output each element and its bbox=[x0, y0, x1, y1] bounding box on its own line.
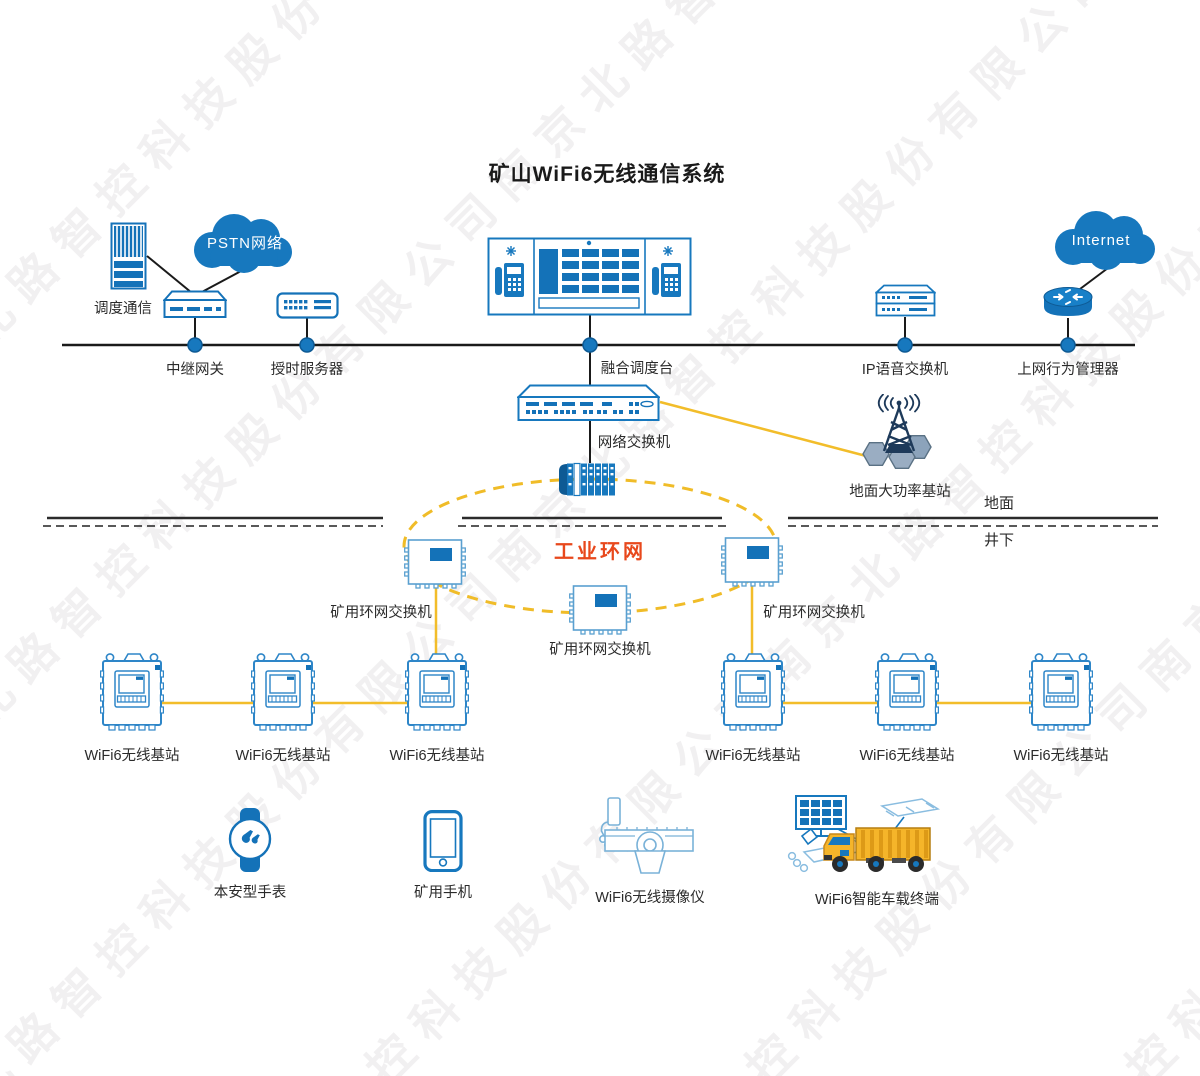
wifi-base-station-label: WiFi6无线基站 bbox=[705, 748, 801, 764]
ring-switch-icon bbox=[569, 584, 631, 636]
underground-zone-label: 井下 bbox=[983, 532, 1015, 549]
ground-zone-label: 地面 bbox=[983, 495, 1015, 512]
wireless-camera-label: WiFi6无线摄像仪 bbox=[595, 890, 705, 906]
ring-switch-label: 矿用环网交换机 bbox=[549, 642, 651, 658]
dispatch-console-icon bbox=[487, 237, 692, 316]
dispatch-comm-icon bbox=[110, 222, 148, 290]
pstn-cloud-icon bbox=[184, 210, 294, 274]
pstn-cloud-label: PSTN网络 bbox=[206, 235, 284, 252]
ring-switch-icon bbox=[721, 536, 783, 588]
wifi-base-station-label: WiFi6无线基站 bbox=[84, 748, 180, 764]
core-rack-icon bbox=[557, 461, 619, 498]
mine-phone-label: 矿用手机 bbox=[414, 885, 472, 901]
wifi-base-station-icon bbox=[1029, 652, 1093, 738]
relay-gateway-icon bbox=[163, 290, 227, 319]
industrial-ring-label: 工业环网 bbox=[554, 541, 646, 563]
dispatch-comm-label: 调度通信 bbox=[94, 301, 152, 317]
phone-icon bbox=[652, 263, 681, 297]
relay-gateway-label: 中继网关 bbox=[166, 362, 224, 378]
ring-switch-label: 矿用环网交换机 bbox=[763, 605, 865, 621]
time-server-icon bbox=[276, 292, 339, 319]
ground-base-station-icon bbox=[860, 394, 938, 470]
mine-phone-icon bbox=[423, 810, 463, 872]
wifi-base-station-icon bbox=[721, 652, 785, 738]
wifi-base-station-icon bbox=[875, 652, 939, 738]
phone-icon bbox=[495, 263, 524, 297]
safe-watch-label: 本安型手表 bbox=[213, 885, 287, 901]
ring-switch-label: 矿用环网交换机 bbox=[330, 605, 432, 621]
ip-voice-switch-label: IP语音交换机 bbox=[861, 362, 949, 378]
network-switch-icon bbox=[517, 384, 660, 422]
behavior-manager-icon bbox=[1042, 285, 1094, 319]
wifi-base-station-label: WiFi6无线基站 bbox=[235, 748, 331, 764]
internet-cloud-label: Internet bbox=[1071, 232, 1131, 249]
internet-cloud-icon bbox=[1044, 206, 1158, 272]
time-server-label: 授时服务器 bbox=[270, 362, 344, 378]
behavior-manager-label: 上网行为管理器 bbox=[1017, 362, 1119, 378]
ground-base-station-label: 地面大功率基站 bbox=[849, 484, 951, 500]
wifi-base-station-icon bbox=[100, 652, 164, 738]
safe-watch-icon bbox=[227, 808, 273, 872]
dispatch-console-label: 融合调度台 bbox=[600, 361, 674, 377]
vehicle-terminal-label: WiFi6智能车载终端 bbox=[814, 892, 940, 908]
vehicle-terminal-icon bbox=[780, 794, 944, 878]
wifi-base-station-icon bbox=[251, 652, 315, 738]
page-title: 矿山WiFi6无线通信系统 bbox=[488, 163, 726, 186]
network-switch-label: 网络交换机 bbox=[597, 435, 671, 451]
wifi-base-station-label: WiFi6无线基站 bbox=[389, 748, 485, 764]
wireless-camera-icon bbox=[597, 796, 701, 876]
ring-switch-icon bbox=[404, 538, 466, 590]
ip-voice-switch-icon bbox=[875, 284, 936, 318]
wifi-base-station-icon bbox=[405, 652, 469, 738]
wifi-base-station-label: WiFi6无线基站 bbox=[1013, 748, 1109, 764]
wifi-base-station-label: WiFi6无线基站 bbox=[859, 748, 955, 764]
